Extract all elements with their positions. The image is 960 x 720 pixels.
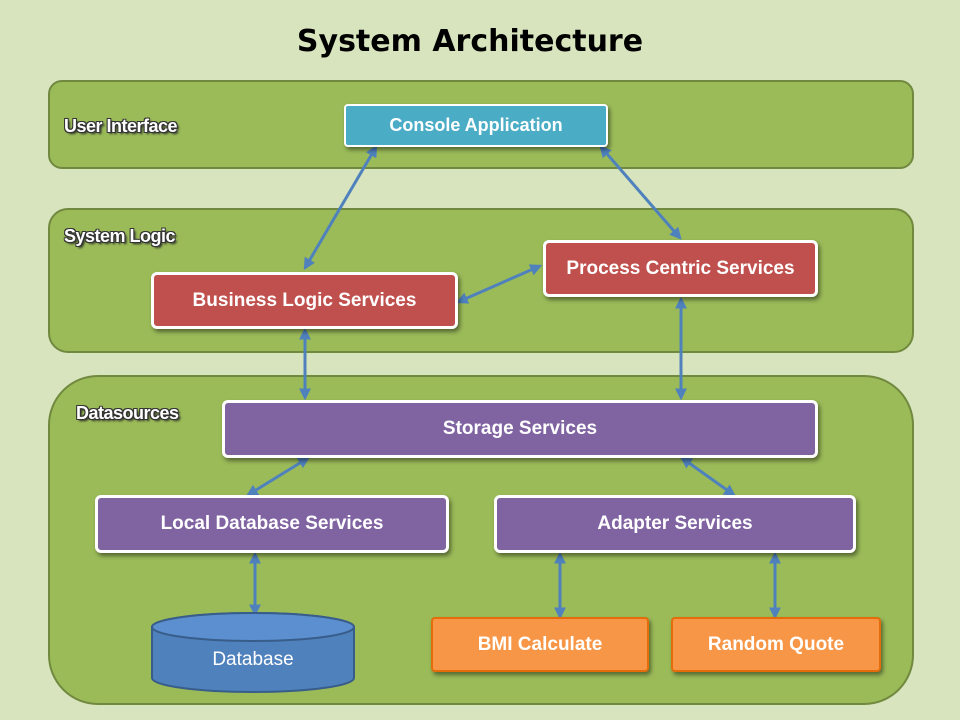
random-quote-box: Random Quote	[671, 617, 881, 672]
arrow-business-process	[455, 264, 543, 304]
arrow-storage-adapter	[680, 456, 736, 497]
system-logic-layer-label: System Logic	[64, 226, 176, 246]
business-logic-services-box: Business Logic Services	[151, 272, 458, 329]
process-centric-services-box: Process Centric Services	[543, 240, 818, 297]
adapter-services-box: Adapter Services	[494, 495, 856, 553]
arrow-console-process	[599, 145, 682, 240]
local-database-services-box: Local Database Services	[95, 495, 449, 553]
bmi-calculate-box: BMI Calculate	[431, 617, 649, 672]
console-application-box: Console Application	[344, 104, 608, 147]
diagram-title: System Architecture	[296, 24, 644, 59]
arrow-console-business	[303, 144, 378, 271]
arrow-storage-localdb	[245, 456, 311, 497]
database-label: Database	[212, 649, 294, 670]
user-interface-layer-label: User Interface	[64, 116, 178, 136]
datasources-layer-label: Datasources	[76, 403, 179, 423]
storage-services-box: Storage Services	[222, 400, 818, 458]
